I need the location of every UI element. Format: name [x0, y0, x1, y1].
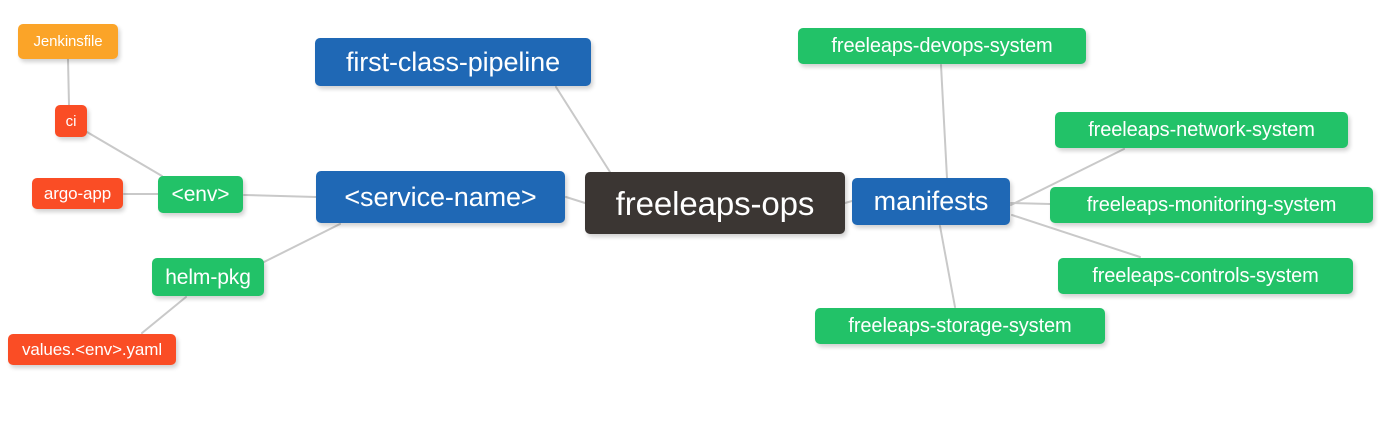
mindmap-node-freeleaps-controls-system[interactable]: freeleaps-controls-system	[1058, 258, 1353, 294]
mindmap-node-service-name[interactable]: <service-name>	[316, 171, 565, 223]
mindmap-node-values-env-yaml[interactable]: values.<env>.yaml	[8, 334, 176, 365]
edge-freeleaps-ops-to-manifests	[844, 200, 853, 204]
mindmap-node-argo-app[interactable]: argo-app	[32, 178, 123, 209]
edge-helm-pkg-to-values-env-yaml	[141, 296, 187, 334]
mindmap-node-helm-pkg[interactable]: helm-pkg	[152, 258, 264, 296]
mindmap-node-freeleaps-storage-system[interactable]: freeleaps-storage-system	[815, 308, 1105, 344]
edge-manifests-to-freeleaps-storage-system	[939, 225, 956, 308]
mindmap-node-freeleaps-network-system[interactable]: freeleaps-network-system	[1055, 112, 1348, 148]
edge-ci-to-jenkinsfile	[67, 58, 70, 106]
edge-service-name-to-helm-pkg	[263, 223, 341, 263]
edge-freeleaps-ops-to-first-class-pipeline	[555, 86, 611, 173]
mindmap-node-freeleaps-devops-system[interactable]: freeleaps-devops-system	[798, 28, 1086, 64]
mindmap-node-env[interactable]: <env>	[158, 176, 243, 213]
edge-manifests-to-freeleaps-monitoring-system	[1010, 202, 1051, 205]
mindmap-node-freeleaps-ops[interactable]: freeleaps-ops	[585, 172, 845, 234]
edge-manifests-to-freeleaps-devops-system	[940, 64, 948, 179]
edge-env-to-ci	[86, 131, 163, 177]
mindmap-node-freeleaps-monitoring-system[interactable]: freeleaps-monitoring-system	[1050, 187, 1373, 223]
mindmap-node-ci[interactable]: ci	[55, 105, 87, 137]
edge-freeleaps-ops-to-service-name	[565, 196, 586, 204]
edge-service-name-to-env	[243, 194, 317, 198]
mindmap-node-manifests[interactable]: manifests	[852, 178, 1010, 225]
mindmap-node-first-class-pipeline[interactable]: first-class-pipeline	[315, 38, 591, 86]
mindmap-node-jenkinsfile[interactable]: Jenkinsfile	[18, 24, 118, 59]
